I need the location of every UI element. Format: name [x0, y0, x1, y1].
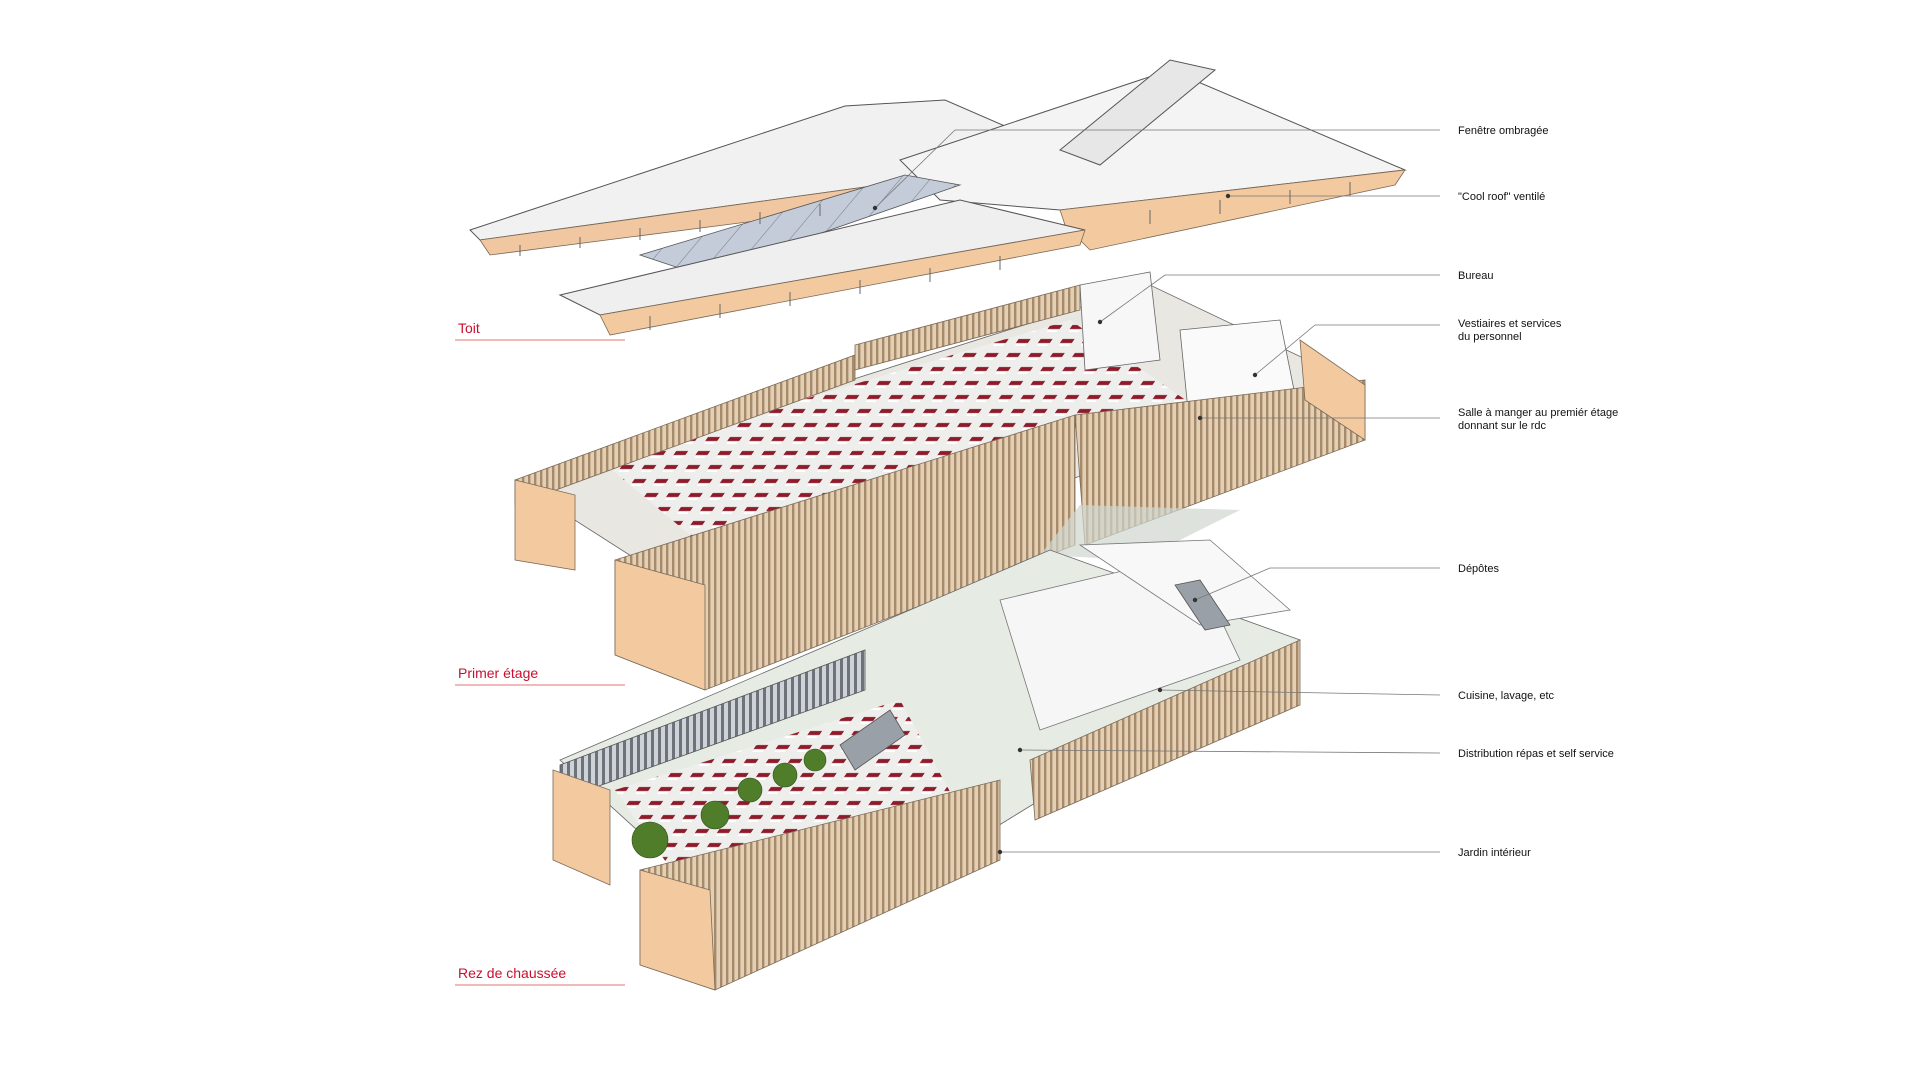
- callouts: Fenêtre ombragée "Cool roof" ventilé Bur…: [872, 125, 1618, 859]
- ground-floor-front-timber: [639, 869, 716, 991]
- ground-floor-east-facade: [1029, 639, 1301, 821]
- first-floor-front-timber: [614, 559, 706, 691]
- anchor-garden: [997, 849, 1003, 855]
- leader-changing: [1254, 324, 1440, 376]
- first-floor-back-facade-2: [854, 284, 1081, 371]
- ground-floor-level: [552, 539, 1301, 991]
- first-floor-west-end: [514, 479, 576, 571]
- leader-kitchen: [1159, 689, 1441, 696]
- leader-storage: [1194, 567, 1440, 601]
- roof-front-fascia: [599, 229, 1086, 336]
- anchor-office: [1097, 319, 1103, 325]
- ground-floor-west-end: [552, 769, 611, 886]
- anchor-storage: [1192, 597, 1198, 603]
- level-label-roof: Toit: [458, 320, 480, 336]
- leader-office: [1099, 274, 1440, 323]
- level-label-ground: Rez de chaussée: [458, 965, 566, 981]
- anchor-cool-roof: [1225, 193, 1231, 199]
- callout-storage: Dépôtes: [1458, 563, 1499, 575]
- leader-serving: [1019, 749, 1441, 754]
- roof-level: [469, 59, 1407, 336]
- storage-block: [1078, 539, 1291, 626]
- callout-garden: Jardin intérieur: [1458, 847, 1531, 859]
- leader-shaded-window: [874, 129, 1440, 209]
- roof-ridge: [1059, 59, 1217, 166]
- anchor-serving: [1017, 747, 1023, 753]
- callout-shaded-window: Fenêtre ombragée: [1458, 125, 1549, 137]
- anchor-shaded-window: [872, 205, 878, 211]
- callout-changing-line2: du personnel: [1458, 331, 1522, 343]
- anchor-dining: [1197, 415, 1203, 421]
- first-floor-level: [514, 271, 1366, 691]
- anchor-changing: [1252, 372, 1258, 378]
- interior-garden-trees: [631, 748, 827, 859]
- callout-dining-line2: donnant sur le rdc: [1458, 420, 1547, 432]
- roof-posts: [519, 182, 1351, 330]
- callout-kitchen: Cuisine, lavage, etc: [1458, 690, 1554, 702]
- callout-office: Bureau: [1458, 270, 1493, 282]
- roof-east-fascia: [1059, 169, 1406, 251]
- callout-changing-line1: Vestiaires et services: [1458, 318, 1562, 330]
- callout-dining-line1: Salle à manger au premiér étage: [1458, 407, 1618, 419]
- callout-cool-roof: "Cool roof" ventilé: [1458, 191, 1545, 203]
- first-floor-dining-area: [600, 320, 1200, 560]
- callout-serving: Distribution répas et self service: [1458, 748, 1614, 760]
- level-label-first: Primer étage: [458, 665, 538, 681]
- level-labels: Toit Primer étage Rez de chaussée: [455, 320, 625, 986]
- first-floor-east-end: [1299, 339, 1366, 441]
- anchor-kitchen: [1157, 687, 1163, 693]
- office-block: [1079, 271, 1161, 371]
- secondary-staircase: [1174, 579, 1231, 631]
- main-staircase: [839, 709, 906, 771]
